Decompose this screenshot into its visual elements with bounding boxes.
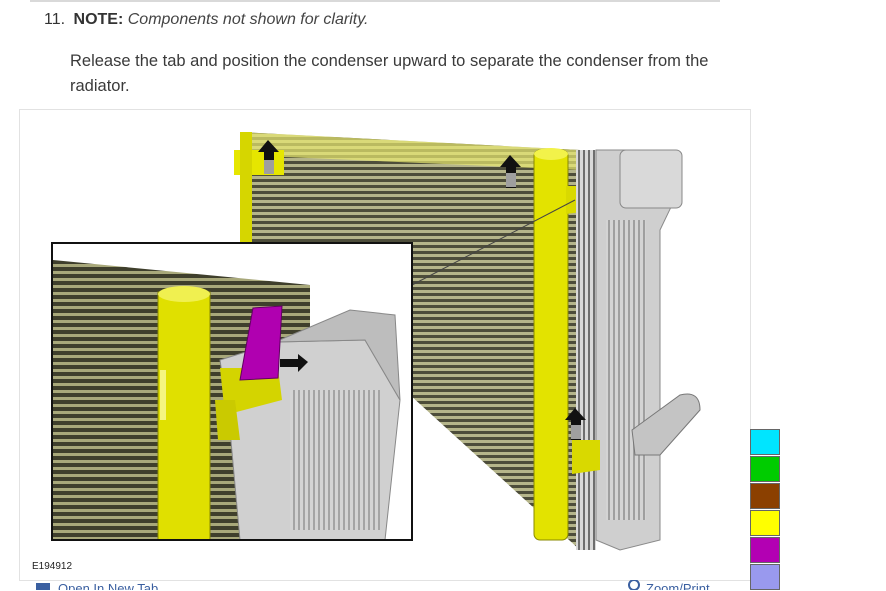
step-number: 11.	[44, 11, 66, 28]
zoom-icon[interactable]	[628, 580, 640, 590]
note-label: NOTE:	[73, 11, 124, 28]
up-arrow-right	[500, 155, 521, 188]
open-tab-icon[interactable]	[36, 583, 50, 590]
detail-inset	[51, 242, 413, 541]
legend-swatch	[750, 429, 780, 455]
legend-swatch	[750, 564, 780, 590]
up-arrow-lower	[565, 408, 586, 440]
legend-swatch	[750, 456, 780, 482]
up-arrow-left	[258, 140, 279, 174]
legend-swatch	[750, 510, 780, 536]
open-new-tab-link[interactable]: Open In New Tab	[58, 581, 159, 590]
note-text: Components not shown for clarity.	[127, 11, 369, 28]
figure-id: E194912	[32, 561, 73, 572]
zoom-print-link[interactable]: Zoom/Print	[646, 581, 710, 590]
top-divider	[30, 0, 720, 2]
color-legend	[750, 429, 780, 591]
instruction-text: Release the tab and position the condens…	[70, 52, 709, 95]
figure-links: Open In New Tab Zoom/Print	[30, 580, 750, 590]
side-arrow	[280, 354, 308, 372]
legend-swatch	[750, 483, 780, 509]
step-note: 11. NOTE: Components not shown for clari…	[44, 11, 368, 29]
legend-swatch	[750, 537, 780, 563]
radiator-condenser-illustration	[51, 132, 701, 551]
figure-illustration: E194912	[19, 109, 751, 581]
